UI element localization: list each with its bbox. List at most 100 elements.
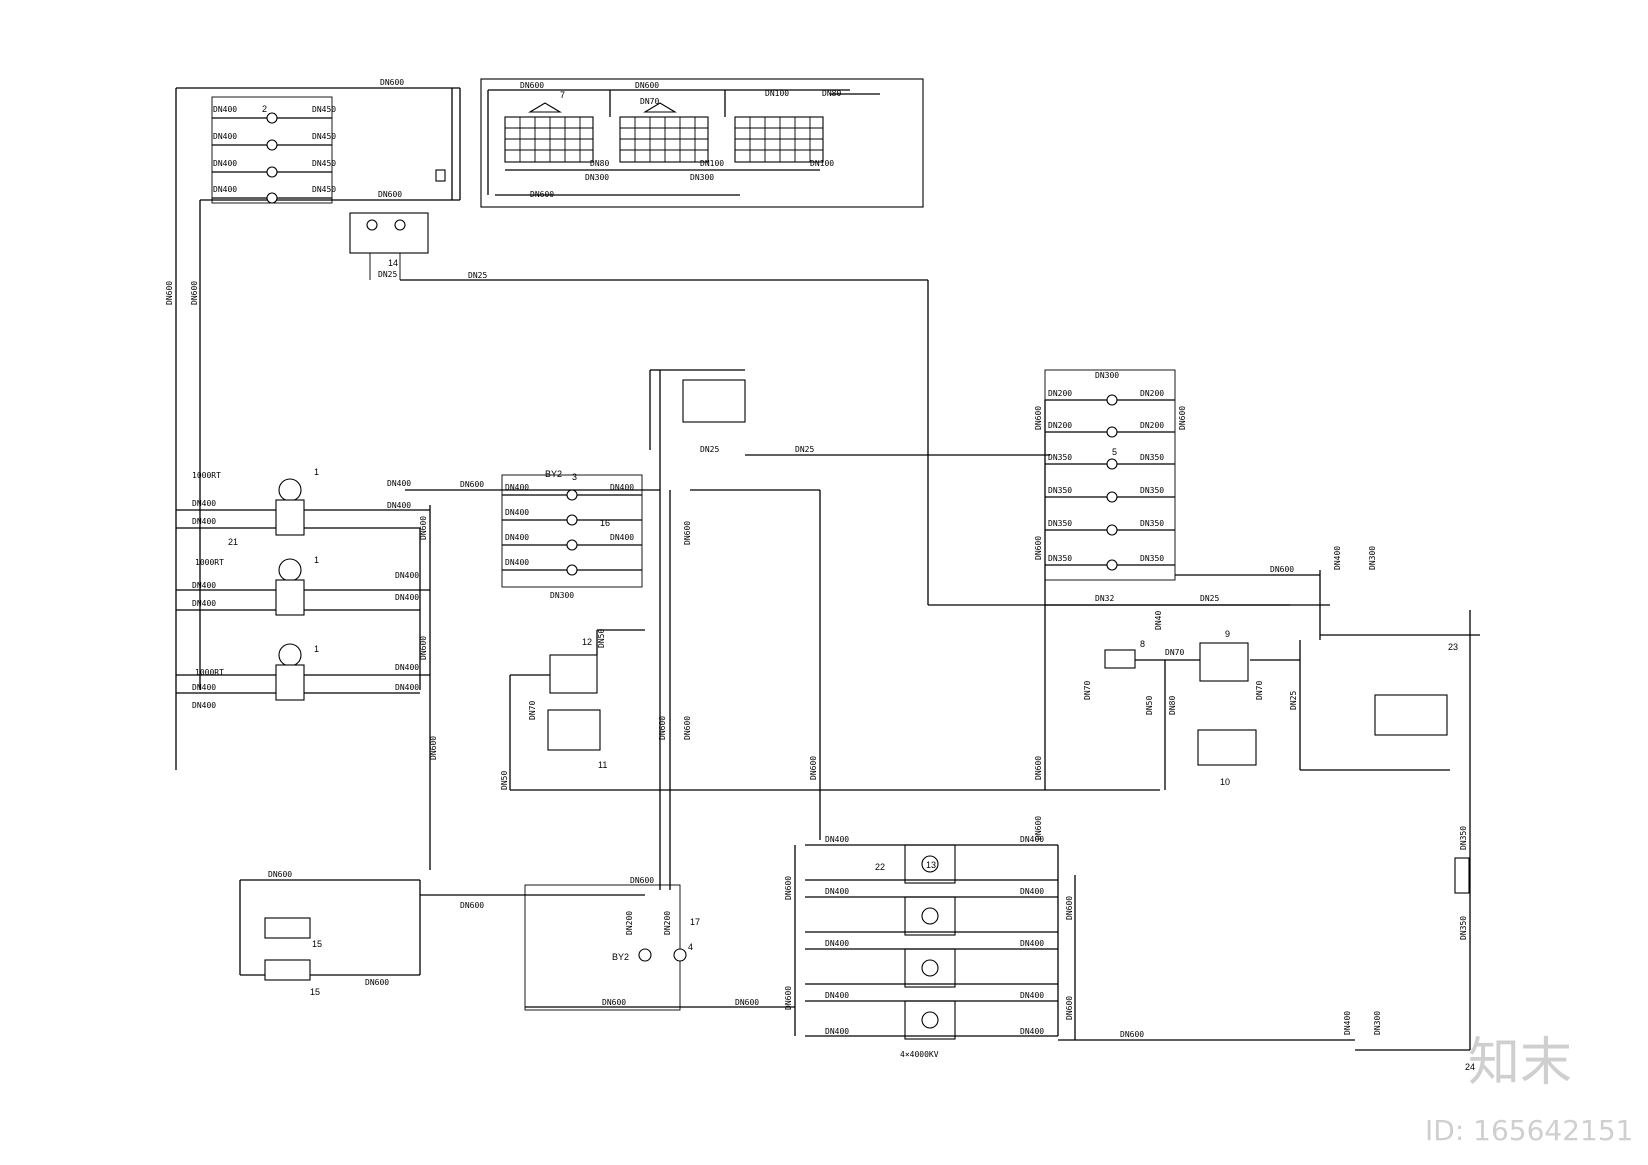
label-dn600-top: DN600 xyxy=(380,78,404,87)
right-pump-group xyxy=(1044,369,1176,581)
label-dn25-r: DN25 xyxy=(1200,594,1219,603)
callout-5: 5 xyxy=(1112,447,1117,457)
cooling-tower-3 xyxy=(734,116,824,163)
label-dn400-s3: DN400 xyxy=(505,533,529,542)
label-dn70-a: DN70 xyxy=(528,701,537,720)
label-dn400-header2: DN400 xyxy=(1343,1011,1352,1035)
label-dn300-header: DN300 xyxy=(1368,546,1377,570)
label-dn600-tower2: DN600 xyxy=(635,81,659,90)
callout-15b: 15 xyxy=(310,987,320,997)
label-dn50-r: DN50 xyxy=(1145,696,1154,715)
callout-15a: 15 xyxy=(312,939,322,949)
label-dn400-hx9: DN400 xyxy=(825,1027,849,1036)
label-dn350-r8: DN350 xyxy=(1140,554,1164,563)
label-dn600-left-v: DN600 xyxy=(165,281,174,305)
label-dn25-top: DN25 xyxy=(468,271,487,280)
callout-1c: 1 xyxy=(314,644,319,654)
label-dn600-chiller-v: DN600 xyxy=(419,516,428,540)
label-dn400-header: DN400 xyxy=(1333,546,1342,570)
callout-21: 21 xyxy=(228,537,238,547)
label-dn25-mid: DN25 xyxy=(795,445,814,454)
label-dn400-c1c: DN400 xyxy=(387,479,411,488)
label-dn600-lower: DN600 xyxy=(268,870,292,879)
label-dn600-hx-v1: DN600 xyxy=(784,876,793,900)
label-dn400-hx8: DN400 xyxy=(1020,991,1044,1000)
callout-22: 22 xyxy=(875,862,885,872)
label-dn600-r-v2: DN600 xyxy=(1034,536,1043,560)
label-dn600-chiller-v3: DN600 xyxy=(429,736,438,760)
label-dn400-hx6: DN400 xyxy=(1020,939,1044,948)
expansion-unit-mid xyxy=(682,379,746,423)
label-dn600-lower2: DN600 xyxy=(460,901,484,910)
label-dn600-tower3: DN600 xyxy=(530,190,554,199)
label-dn25-tank: DN25 xyxy=(378,270,397,279)
callout-13: 13 xyxy=(926,860,936,870)
label-dn600-bottom: DN600 xyxy=(1120,1030,1144,1039)
label-dn200-a: DN200 xyxy=(625,911,634,935)
label-dn70-r1: DN70 xyxy=(1165,648,1184,657)
label-dn600-mid-v3: DN600 xyxy=(683,716,692,740)
label-dn400-c3d: DN400 xyxy=(395,683,419,692)
coil-unit-15a xyxy=(264,917,311,939)
label-dn600-lower6: DN600 xyxy=(735,998,759,1007)
callout-10: 10 xyxy=(1220,777,1230,787)
cooling-tower-2 xyxy=(619,102,709,163)
label-dn400-c1a: DN400 xyxy=(192,499,216,508)
label-dn400-hx1: DN400 xyxy=(825,835,849,844)
label-dn300-tower2: DN300 xyxy=(690,173,714,182)
label-dn50-b: DN50 xyxy=(500,771,509,790)
label-dn600-r-v5: DN600 xyxy=(1178,406,1187,430)
label-dn300-tower: DN300 xyxy=(585,173,609,182)
label-dn600-hx-v4: DN600 xyxy=(1065,996,1074,1020)
label-dn100-tower3: DN100 xyxy=(810,159,834,168)
label-chiller-3: 1000RT xyxy=(195,668,224,677)
watermark-id: ID: 165642151 xyxy=(1425,1114,1633,1147)
label-dn400-s6: DN400 xyxy=(610,533,634,542)
heat-exchanger-group xyxy=(794,844,1076,1040)
label-dn400-s1: DN400 xyxy=(505,483,529,492)
label-dn70-tower: DN70 xyxy=(640,97,659,106)
label-dn400-s5: DN400 xyxy=(610,483,634,492)
callout-11: 11 xyxy=(598,760,607,770)
watermark-brand: 知末 xyxy=(1468,1033,1572,1093)
label-dn400-s4: DN400 xyxy=(505,558,529,567)
label-dn70-r3: DN70 xyxy=(1255,681,1264,700)
marker-by2-b: BY2 xyxy=(612,952,629,962)
label-dn400-c2d: DN400 xyxy=(395,593,419,602)
callout-16: 16 xyxy=(600,518,610,528)
label-dn350-r2: DN350 xyxy=(1140,453,1164,462)
label-dn600-mid-v2: DN600 xyxy=(658,716,667,740)
expansion-unit-top xyxy=(349,212,429,254)
label-dn100-tower: DN100 xyxy=(765,89,789,98)
label-dn600-r-h: DN600 xyxy=(1270,565,1294,574)
label-dn32-r: DN32 xyxy=(1095,594,1114,603)
label-dn200-b: DN200 xyxy=(663,911,672,935)
label-dn400-c3b: DN400 xyxy=(192,701,216,710)
label-dn400-p1: DN400 xyxy=(213,105,237,114)
label-dn350-r1: DN350 xyxy=(1048,453,1072,462)
label-dn80-r: DN80 xyxy=(1168,696,1177,715)
label-chiller-2: 1000RT xyxy=(195,558,224,567)
coil-unit-15b xyxy=(264,959,311,981)
label-dn400-hx7: DN400 xyxy=(825,991,849,1000)
label-dn600-lower4: DN600 xyxy=(365,978,389,987)
label-dn600-hx-v3: DN600 xyxy=(1065,896,1074,920)
label-dn400-hx2: DN400 xyxy=(1020,835,1044,844)
label-dn600-lower5: DN600 xyxy=(602,998,626,1007)
label-dn600-r-v3: DN600 xyxy=(1034,756,1043,780)
label-dn450-p2: DN450 xyxy=(312,132,336,141)
callout-7: 7 xyxy=(560,90,565,100)
callout-2: 2 xyxy=(262,104,267,114)
label-dn600-tower: DN600 xyxy=(520,81,544,90)
unit-9 xyxy=(1199,642,1249,682)
label-dn200-r1: DN200 xyxy=(1048,389,1072,398)
label-dn400-p3: DN400 xyxy=(213,159,237,168)
secondary-pump-group xyxy=(501,474,643,588)
label-transformer: 4×4000KV xyxy=(900,1050,939,1059)
label-dn600-left-v2: DN600 xyxy=(190,281,199,305)
callout-1a: 1 xyxy=(314,467,319,477)
label-dn350-r-v2: DN350 xyxy=(1459,916,1468,940)
label-dn400-c1b: DN400 xyxy=(192,517,216,526)
label-dn600-lower3: DN600 xyxy=(630,876,654,885)
